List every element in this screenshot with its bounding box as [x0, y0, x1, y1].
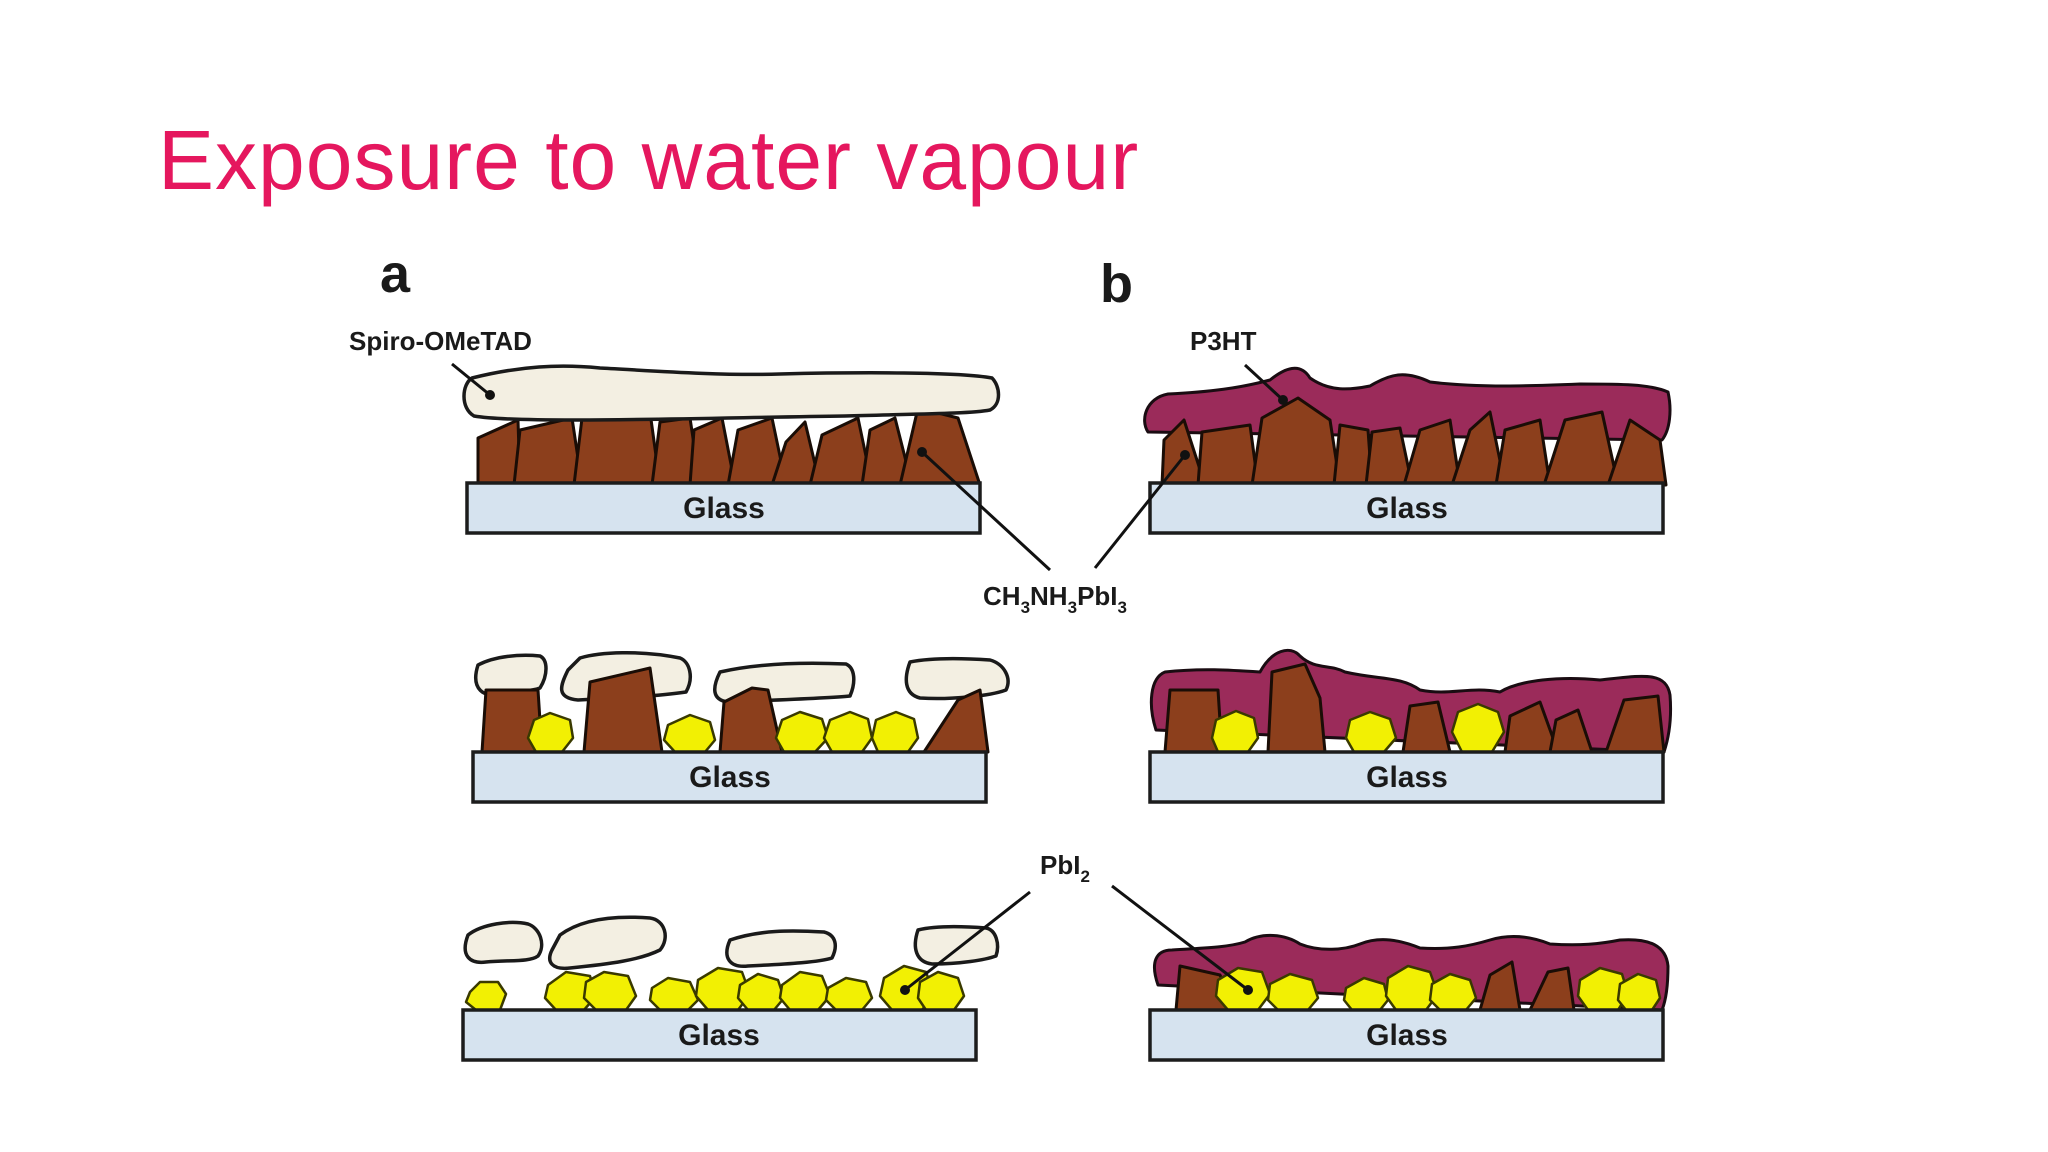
p3ht-leader-dot	[1278, 395, 1288, 405]
pbi2-crystals-b2	[1210, 702, 1506, 754]
panel-a-row1: Glass	[462, 364, 1001, 535]
perovskite-leader-line-a	[920, 450, 1052, 572]
pbi2-leader-dot-b	[1243, 985, 1253, 995]
panel-a-row2: Glass	[471, 650, 1010, 804]
perovskite-label-sub3: 3	[1118, 598, 1127, 617]
glass-label-b1: Glass	[1366, 492, 1448, 525]
panel-b-row2: Glass	[1148, 648, 1672, 804]
pbi2-label-sub: 2	[1080, 867, 1089, 886]
glass-substrate-b2	[1148, 750, 1665, 804]
perovskite-label-part3: PbI	[1077, 581, 1117, 611]
glass-substrate-a2	[471, 750, 988, 804]
glass-label-a3: Glass	[678, 1019, 760, 1052]
p3ht-label: P3HT	[1190, 326, 1257, 356]
glass-substrate-a1	[465, 481, 982, 535]
pbi2-crystals-b3	[1214, 964, 1662, 1012]
glass-label-b2: Glass	[1366, 761, 1448, 794]
spiro-leader-line	[451, 362, 491, 397]
glass-substrate-a3	[461, 1008, 978, 1062]
perovskite-crystals-b3	[1174, 960, 1576, 1012]
pbi2-leader-line-b	[1111, 884, 1249, 992]
spiro-ometad-label: Spiro-OMeTAD	[349, 326, 532, 356]
perovskite-leader-dot-a	[917, 447, 927, 457]
pbi2-label: PbI2	[1040, 850, 1090, 886]
panel-a-label: a	[380, 244, 411, 304]
spiro-ometad-layer-a1	[462, 364, 1001, 422]
perovskite-label-sub2: 3	[1068, 598, 1077, 617]
perovskite-label-part1: CH	[983, 581, 1021, 611]
glass-substrate-b3	[1148, 1008, 1665, 1062]
perovskite-label: CH3NH3PbI3	[983, 581, 1127, 617]
pbi2-label-part1: PbI	[1040, 850, 1080, 880]
perovskite-label-sub1: 3	[1021, 598, 1030, 617]
pbi2-leader-line-a	[904, 890, 1031, 992]
p3ht-leader-line	[1243, 363, 1285, 402]
glass-label-a2: Glass	[689, 761, 771, 794]
spiro-fragments-a3	[463, 915, 1000, 971]
perovskite-leader-line-b	[1093, 454, 1187, 569]
pbi2-crystals-a3	[464, 964, 966, 1012]
glass-substrate-b1	[1148, 481, 1665, 535]
perovskite-leader-dot-b	[1180, 450, 1190, 460]
panel-b-row3: Glass	[1148, 934, 1670, 1062]
spiro-leader-dot	[485, 390, 495, 400]
perovskite-crystals-b2	[1163, 662, 1666, 754]
panel-a-row3: Glass	[461, 915, 1000, 1062]
panel-b-row1: Glass	[1143, 366, 1672, 535]
panel-b-label: b	[1100, 254, 1133, 314]
perovskite-label-part2: NH	[1030, 581, 1068, 611]
pbi2-leader-dot-a	[900, 985, 910, 995]
pbi2-crystals-a2	[526, 710, 920, 754]
perovskite-crystals-b1	[1160, 396, 1668, 487]
glass-label-a1: Glass	[683, 492, 765, 525]
perovskite-crystals-a2	[480, 666, 990, 754]
slide-title: Exposure to water vapour	[158, 113, 1140, 207]
glass-label-b3: Glass	[1366, 1019, 1448, 1052]
